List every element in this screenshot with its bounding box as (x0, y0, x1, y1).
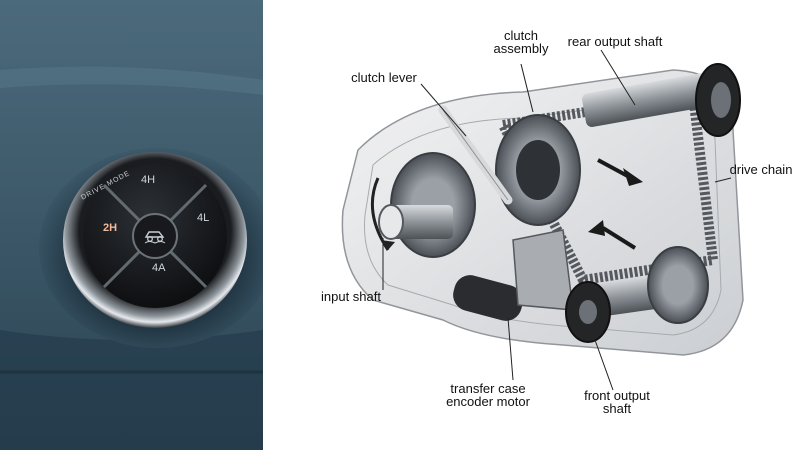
label-input-shaft: input shaft (321, 289, 381, 304)
drive-mode-selector-photo: DRIVE MODE 4H 4L 4A 2H (0, 0, 263, 450)
mode-button-2h[interactable]: 2H (103, 222, 117, 234)
vehicle-offroad-icon (143, 226, 167, 244)
label-clutch-lever: clutch lever (351, 70, 417, 85)
label-drive-chain: drive chain (730, 162, 793, 177)
mode-button-4a[interactable]: 4A (152, 262, 165, 274)
input-shaft-shape (379, 205, 403, 239)
label-rear-output-shaft: rear output shaft (568, 34, 663, 49)
mode-button-4h[interactable]: 4H (141, 174, 155, 186)
mode-button-4l[interactable]: 4L (197, 212, 209, 224)
